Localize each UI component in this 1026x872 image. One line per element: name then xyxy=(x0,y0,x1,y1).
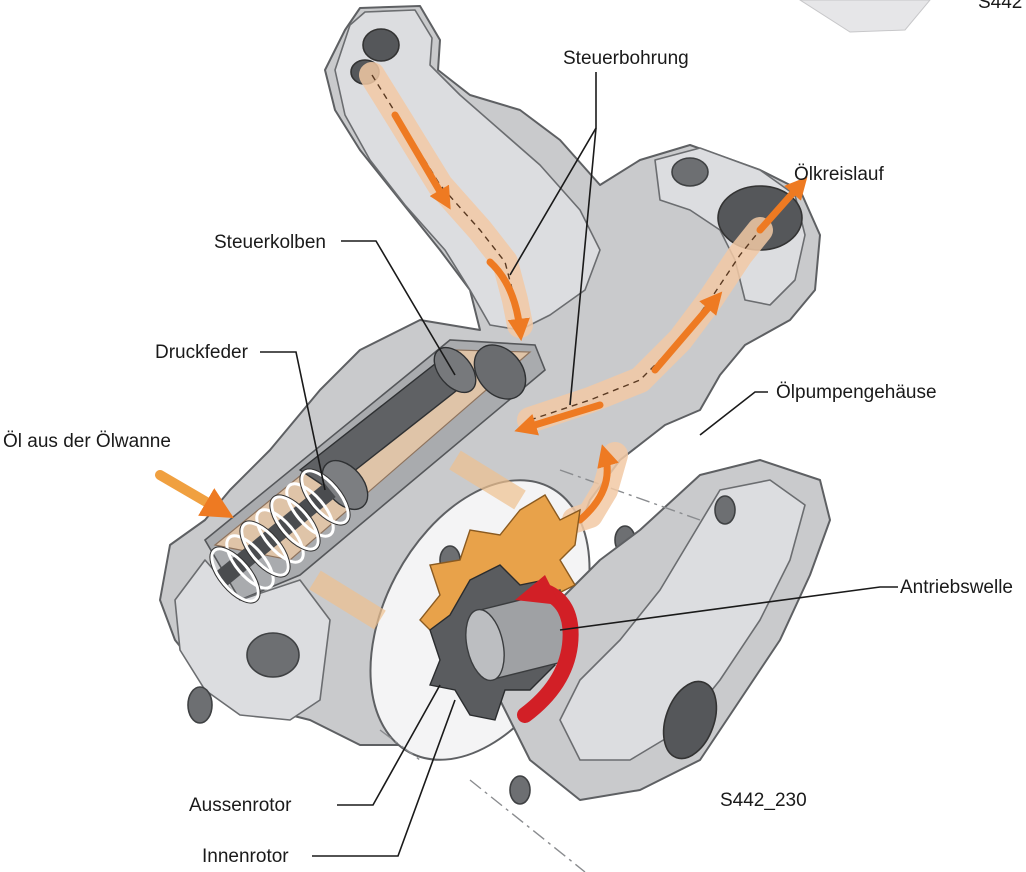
label-druckfeder: Druckfeder xyxy=(155,342,249,363)
label-oel-aus-der-oelwanne: Öl aus der Ölwanne xyxy=(3,431,171,452)
label-steuerkolben: Steuerkolben xyxy=(214,232,326,253)
label-oelpumpengehaeuse: Ölpumpengehäuse xyxy=(776,382,937,403)
label-oelkreislauf: Ölkreislauf xyxy=(794,164,884,185)
label-steuerbohrung: Steuerbohrung xyxy=(563,48,689,69)
label-antriebswelle: Antriebswelle xyxy=(900,577,1013,598)
corner-id: S442 xyxy=(978,0,1022,13)
label-aussenrotor: Aussenrotor xyxy=(189,795,292,816)
label-innenrotor: Innenrotor xyxy=(202,846,289,867)
figure-id: S442_230 xyxy=(720,790,807,811)
corner-object xyxy=(800,0,930,32)
flow-arrow-inlet xyxy=(160,475,220,510)
